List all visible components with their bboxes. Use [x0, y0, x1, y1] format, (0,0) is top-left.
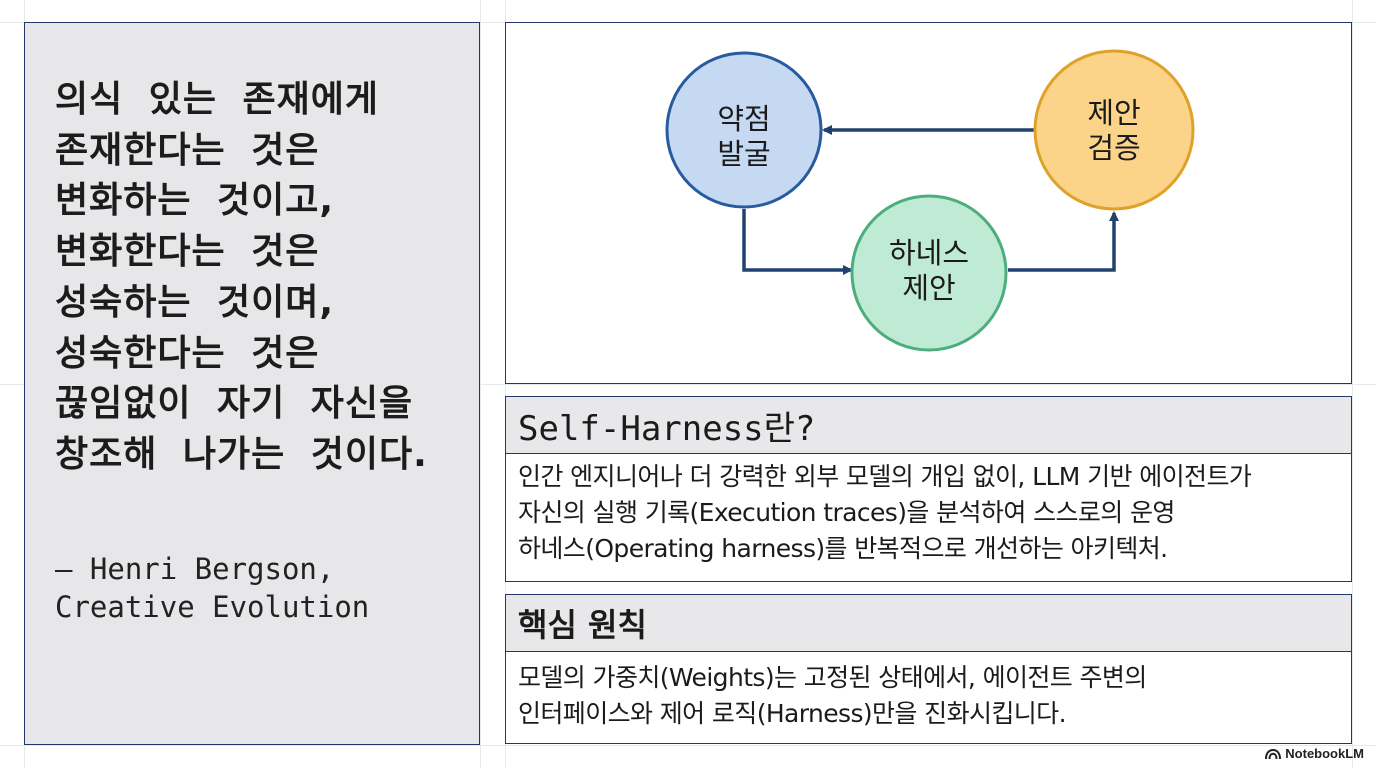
- definition-line: 인간 엔지니어나 더 강력한 외부 모델의 개입 없이, LLM 기반 에이전트…: [518, 462, 1252, 491]
- definition-header: Self-Harness란?: [506, 397, 1351, 454]
- node-proposal-verification: 제안 검증: [1033, 49, 1195, 211]
- node-label-line: 제안: [1087, 96, 1140, 130]
- quote-panel: 의식 있는 존재에게 존재한다는 것은 변화하는 것이고, 변화한다는 것은 성…: [24, 22, 480, 745]
- definition-panel: Self-Harness란? 인간 엔지니어나 더 강력한 외부 모델의 개입 …: [505, 396, 1352, 582]
- node-label-line: 하네스: [889, 236, 969, 270]
- definition-title: Self-Harness란?: [518, 408, 816, 449]
- quote-line: 창조해 나가는 것이다.: [55, 433, 428, 475]
- principle-line: 인터페이스와 제어 로직(Harness)만을 진화시킵니다.: [518, 699, 1067, 728]
- quote-text: 의식 있는 존재에게 존재한다는 것은 변화하는 것이고, 변화한다는 것은 성…: [55, 75, 465, 481]
- node-label-line: 제안: [902, 271, 955, 305]
- quote-attribution: — Henri Bergson, Creative Evolution: [55, 550, 475, 626]
- node-circle: [850, 194, 1008, 352]
- principle-panel: 핵심 원칙 모델의 가중치(Weights)는 고정된 상태에서, 에이전트 주…: [505, 594, 1352, 744]
- attribution-author: — Henri Bergson,: [55, 552, 335, 586]
- arrow-weakness-to-harness: [742, 209, 853, 275]
- definition-line: 하네스(Operating harness)를 반복적으로 개선하는 아키텍처.: [518, 534, 1168, 563]
- principle-title: 핵심 원칙: [518, 606, 647, 644]
- quote-line: 성숙하는 것이며,: [55, 281, 335, 323]
- principle-body: 모델의 가중치(Weights)는 고정된 상태에서, 에이전트 주변의 인터페…: [506, 652, 1351, 732]
- cycle-diagram-panel: 약점 발굴 하네스 제안 제안 검증: [505, 22, 1352, 384]
- quote-line: 존재한다는 것은: [55, 129, 320, 171]
- definition-body: 인간 엔지니어나 더 강력한 외부 모델의 개입 없이, LLM 기반 에이전트…: [506, 454, 1351, 567]
- notebooklm-logo-icon: [1265, 748, 1282, 759]
- principle-header: 핵심 원칙: [506, 595, 1351, 652]
- node-label-line: 발굴: [717, 137, 770, 171]
- quote-line: 변화한다는 것은: [55, 231, 320, 273]
- node-harness-proposal: 하네스 제안: [850, 194, 1008, 352]
- node-circle: [1033, 49, 1195, 211]
- attribution-source: Creative Evolution: [55, 590, 370, 624]
- cycle-diagram: 약점 발굴 하네스 제안 제안 검증: [665, 49, 1195, 352]
- node-label-line: 검증: [1087, 131, 1140, 165]
- node-label-line: 약점: [717, 102, 770, 136]
- quote-line: 변화하는 것이고,: [55, 180, 335, 222]
- definition-line: 자신의 실행 기록(Execution traces)을 분석하여 스스로의 운…: [518, 498, 1175, 527]
- notebooklm-watermark: NotebookLM: [1265, 746, 1364, 761]
- node-circle: [665, 51, 823, 209]
- principle-line: 모델의 가중치(Weights)는 고정된 상태에서, 에이전트 주변의: [518, 663, 1147, 692]
- node-weakness-discovery: 약점 발굴: [665, 51, 823, 209]
- quote-line: 끊임없이 자기 자신을: [55, 383, 414, 425]
- arrow-harness-to-verify: [1008, 211, 1119, 272]
- quote-line: 의식 있는 존재에게: [55, 79, 380, 120]
- quote-line: 성숙한다는 것은: [55, 332, 320, 374]
- brand-label: NotebookLM: [1285, 746, 1364, 761]
